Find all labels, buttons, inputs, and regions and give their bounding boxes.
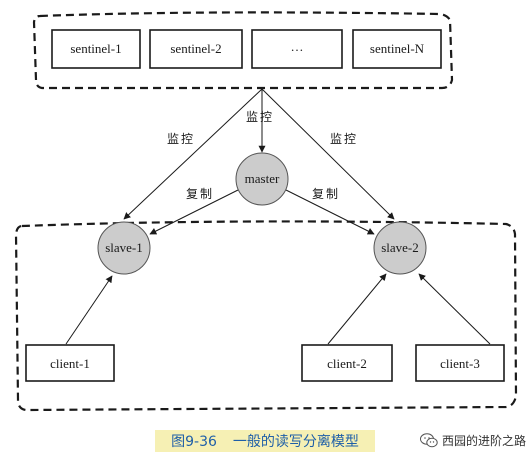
sentinel-box-n: [352, 29, 442, 69]
sentinel-label-ellipsis: …: [291, 39, 304, 54]
client-3-edge: [418, 273, 491, 345]
replicate-edge-to-slave-1: [149, 189, 239, 235]
client-2-box: [301, 344, 393, 382]
sentinel-group-border: [32, 11, 454, 90]
monitor-label-left: 监控: [167, 132, 195, 146]
client-3-label: client-3: [440, 356, 480, 371]
master-node: [235, 152, 289, 206]
monitor-edge-to-slave-2: [261, 88, 395, 220]
data-node-group-border: [14, 220, 518, 412]
sentinel-label-1: sentinel-1: [70, 41, 121, 56]
slave-1-label: slave-1: [105, 240, 143, 255]
watermark: 西园的进阶之路: [419, 432, 526, 449]
replicate-label-left: 复制: [186, 187, 214, 201]
client-2-edge: [327, 273, 387, 345]
figure-caption: 图9-36 一般的读写分离模型: [155, 430, 375, 452]
replicate-edge-to-slave-2: [285, 189, 375, 235]
wechat-icon: [419, 433, 438, 448]
figure-number: 图9-36: [171, 434, 217, 450]
master-label: master: [245, 171, 280, 186]
watermark-text: 西园的进阶之路: [441, 434, 526, 448]
sentinel-box-1: [51, 29, 141, 69]
slave-2-node: [373, 221, 427, 275]
client-2-label: client-2: [327, 356, 367, 371]
client-1-edge: [65, 275, 113, 345]
monitor-label-center: 监控: [246, 110, 274, 124]
figure-title: 一般的读写分离模型: [232, 434, 359, 450]
client-3-box: [415, 344, 505, 382]
slave-1-node: [97, 221, 151, 275]
slave-2-label: slave-2: [381, 240, 419, 255]
sentinel-label-n: sentinel-N: [370, 41, 425, 56]
replicate-label-right: 复制: [312, 187, 340, 201]
sentinel-box-2: [149, 29, 243, 69]
client-1-label: client-1: [50, 356, 90, 371]
monitor-edge-to-slave-1: [123, 88, 263, 220]
sentinel-box-ellipsis: [251, 29, 343, 69]
client-1-box: [25, 344, 115, 382]
monitor-label-right: 监控: [330, 132, 358, 146]
sentinel-label-2: sentinel-2: [170, 41, 221, 56]
